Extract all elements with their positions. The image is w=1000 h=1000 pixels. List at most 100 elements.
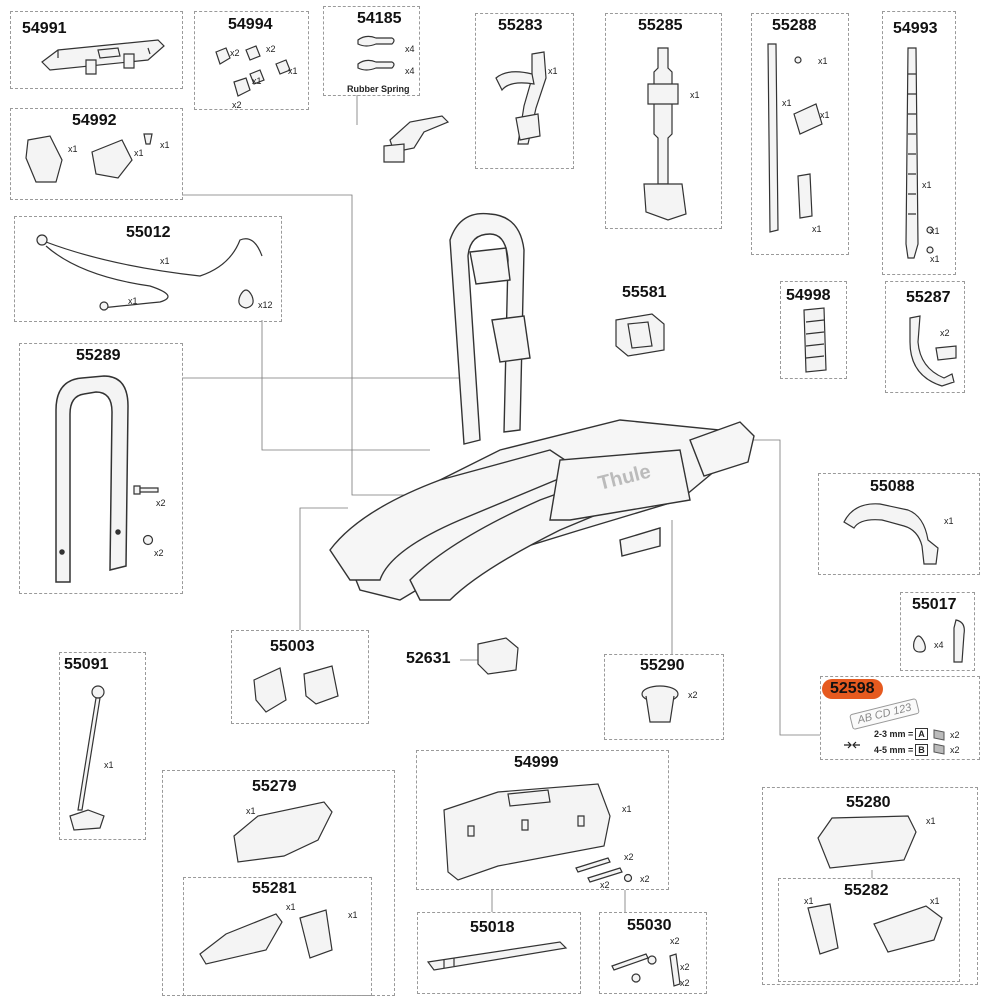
qty-label: x1 [68, 144, 78, 154]
part-box-55287[interactable] [885, 281, 965, 393]
part-box-55289[interactable] [19, 343, 183, 594]
qty-label: x1 [134, 148, 144, 158]
qty-label: x2 [600, 880, 610, 890]
cable-icon [30, 226, 270, 316]
qty-label: x1 [288, 66, 298, 76]
strap-parts-icon [762, 40, 832, 240]
part-number-55279: 55279 [252, 778, 297, 795]
wheel-holder-icon [896, 312, 962, 388]
qty-label: x1 [804, 896, 814, 906]
qty-label: x1 [348, 910, 358, 920]
part-number-55581: 55581 [622, 284, 667, 301]
part-box-54991[interactable] [10, 11, 183, 89]
part-box-55283[interactable] [475, 13, 574, 169]
qty-label: x1 [622, 804, 632, 814]
qty-label: x1 [252, 76, 262, 86]
qty-label: x1 [922, 180, 932, 190]
qty-label: x4 [405, 44, 415, 54]
qty-label: x2 [950, 745, 960, 755]
qty-label: x1 [926, 816, 936, 826]
qty-label: x1 [930, 226, 940, 236]
bracket-icon [612, 310, 670, 360]
side-cover-icon [196, 904, 356, 968]
rubber-spring-caption: Rubber Spring [347, 84, 410, 94]
part-box-55281[interactable] [183, 877, 372, 996]
qty-label: x2 [154, 548, 164, 558]
bolt-icon [132, 484, 162, 496]
qty-label: x4 [405, 66, 415, 76]
bike-rack-assembly: Thule [320, 200, 760, 620]
plug-icon [638, 680, 684, 732]
qty-label: x1 [128, 296, 138, 306]
part-number-52598-highlight[interactable]: 52598 [822, 679, 883, 699]
part-box-55091[interactable] [59, 652, 146, 840]
part-box-55018[interactable] [417, 912, 581, 994]
clips-icon [206, 42, 301, 104]
part-box-55282[interactable] [778, 878, 960, 982]
part-box-55017[interactable] [900, 592, 975, 671]
clamp-pair-icon [246, 660, 356, 720]
part-box-55030[interactable] [599, 912, 707, 994]
part-number-55283: 55283 [498, 17, 543, 34]
part-number-54999: 54999 [514, 754, 559, 771]
qty-label: x2 [688, 690, 698, 700]
qty-label: x1 [820, 110, 830, 120]
part-box-54993[interactable] [882, 11, 956, 275]
lock-buckle-icon [22, 130, 172, 190]
rubber-spring-icon [352, 32, 402, 76]
qty-label: x1 [160, 140, 170, 150]
qty-label: x1 [930, 254, 940, 264]
part-number-55285: 55285 [638, 17, 683, 34]
rod-icon [64, 680, 114, 836]
bolt-set-icon [606, 934, 702, 990]
qty-label: x2 [230, 48, 240, 58]
part-box-52598[interactable] [820, 676, 980, 760]
spec-4-5mm: 4-5 mm =B [874, 744, 928, 756]
part-box-55285[interactable] [605, 13, 722, 229]
spec-box-a: A [915, 728, 928, 740]
part-number-55091: 55091 [64, 656, 109, 673]
qty-label: x2 [940, 328, 950, 338]
part-number-54993: 54993 [893, 20, 938, 37]
qty-label: x1 [944, 516, 954, 526]
qty-label: x2 [266, 44, 276, 54]
qty-label: x2 [670, 936, 680, 946]
part-number-54992: 54992 [72, 112, 117, 129]
part-box-55012[interactable] [14, 216, 282, 322]
part-box-54999[interactable] [416, 750, 669, 890]
part-number-55088: 55088 [870, 478, 915, 495]
qty-label: x12 [258, 300, 273, 310]
part-box-55088[interactable] [818, 473, 980, 575]
part-number-54994: 54994 [228, 16, 273, 33]
spec-label: 4-5 mm = [874, 745, 914, 755]
nut-icon [142, 534, 154, 546]
part-box-54992[interactable] [10, 108, 183, 200]
ratchet-strap-icon [896, 44, 946, 270]
part-box-54998[interactable] [780, 281, 847, 379]
thickness-arrows-icon [842, 738, 862, 752]
part-number-55282: 55282 [844, 882, 889, 899]
part-box-55280[interactable] [762, 787, 978, 985]
part-box-55288[interactable] [751, 13, 849, 255]
part-box-55290[interactable] [604, 654, 724, 740]
part-number-55003: 55003 [270, 638, 315, 655]
clamp-lever-icon [380, 108, 455, 168]
spec-label: 2-3 mm = [874, 729, 914, 739]
part-number-55288: 55288 [772, 17, 817, 34]
part-number-55012: 55012 [126, 224, 171, 241]
qty-label: x2 [624, 852, 634, 862]
cover-icon [228, 796, 338, 866]
part-box-54994[interactable] [194, 11, 309, 110]
qty-label: x1 [690, 90, 700, 100]
qty-label: x1 [246, 806, 256, 816]
part-box-55003[interactable] [231, 630, 369, 724]
plate-holder-icon [438, 776, 618, 886]
qty-label: x1 [782, 98, 792, 108]
part-box-54185[interactable] [323, 6, 420, 96]
spec-2-3mm: 2-3 mm =A [874, 728, 928, 740]
qty-label: x1 [160, 256, 170, 266]
qty-label: x1 [548, 66, 558, 76]
frame-holder-icon [488, 48, 558, 160]
part-number-54991: 54991 [22, 20, 67, 37]
part-number-55280: 55280 [846, 794, 891, 811]
